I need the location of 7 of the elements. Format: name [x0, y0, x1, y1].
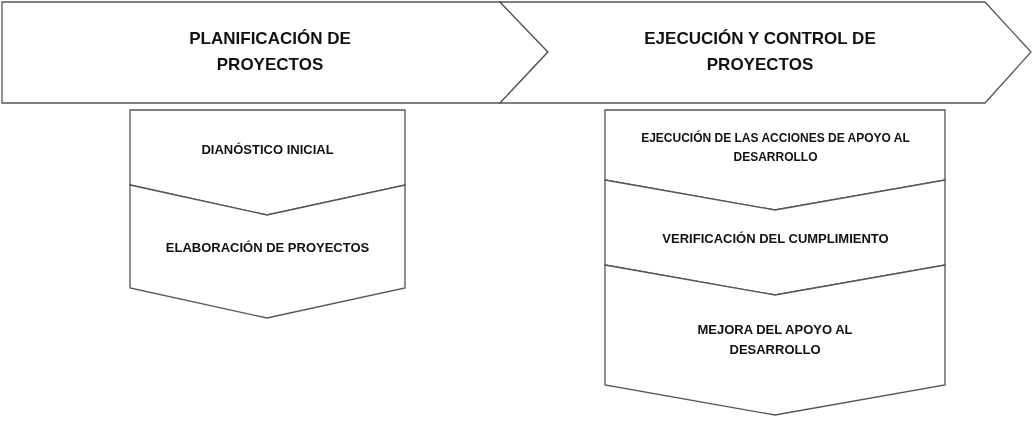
step-label: DIANÓSTICO INICIAL [201, 140, 334, 159]
step-label: ELABORACIÓN DE PROYECTOS [165, 238, 370, 257]
step-label: VERIFICACIÓN DEL CUMPLIMIENTO [662, 230, 889, 249]
step-label: MEJORA DEL APOYO AL DESARROLLO [696, 320, 854, 359]
phase-title: EJECUCIÓN Y CONTROL DE PROYECTOS [643, 27, 877, 76]
step-label: EJECUCIÓN DE LAS ACCIONES DE APOYO AL DESARROLLO [640, 129, 911, 166]
phase-title: PLANIFICACIÓN DE PROYECTOS [188, 27, 352, 76]
